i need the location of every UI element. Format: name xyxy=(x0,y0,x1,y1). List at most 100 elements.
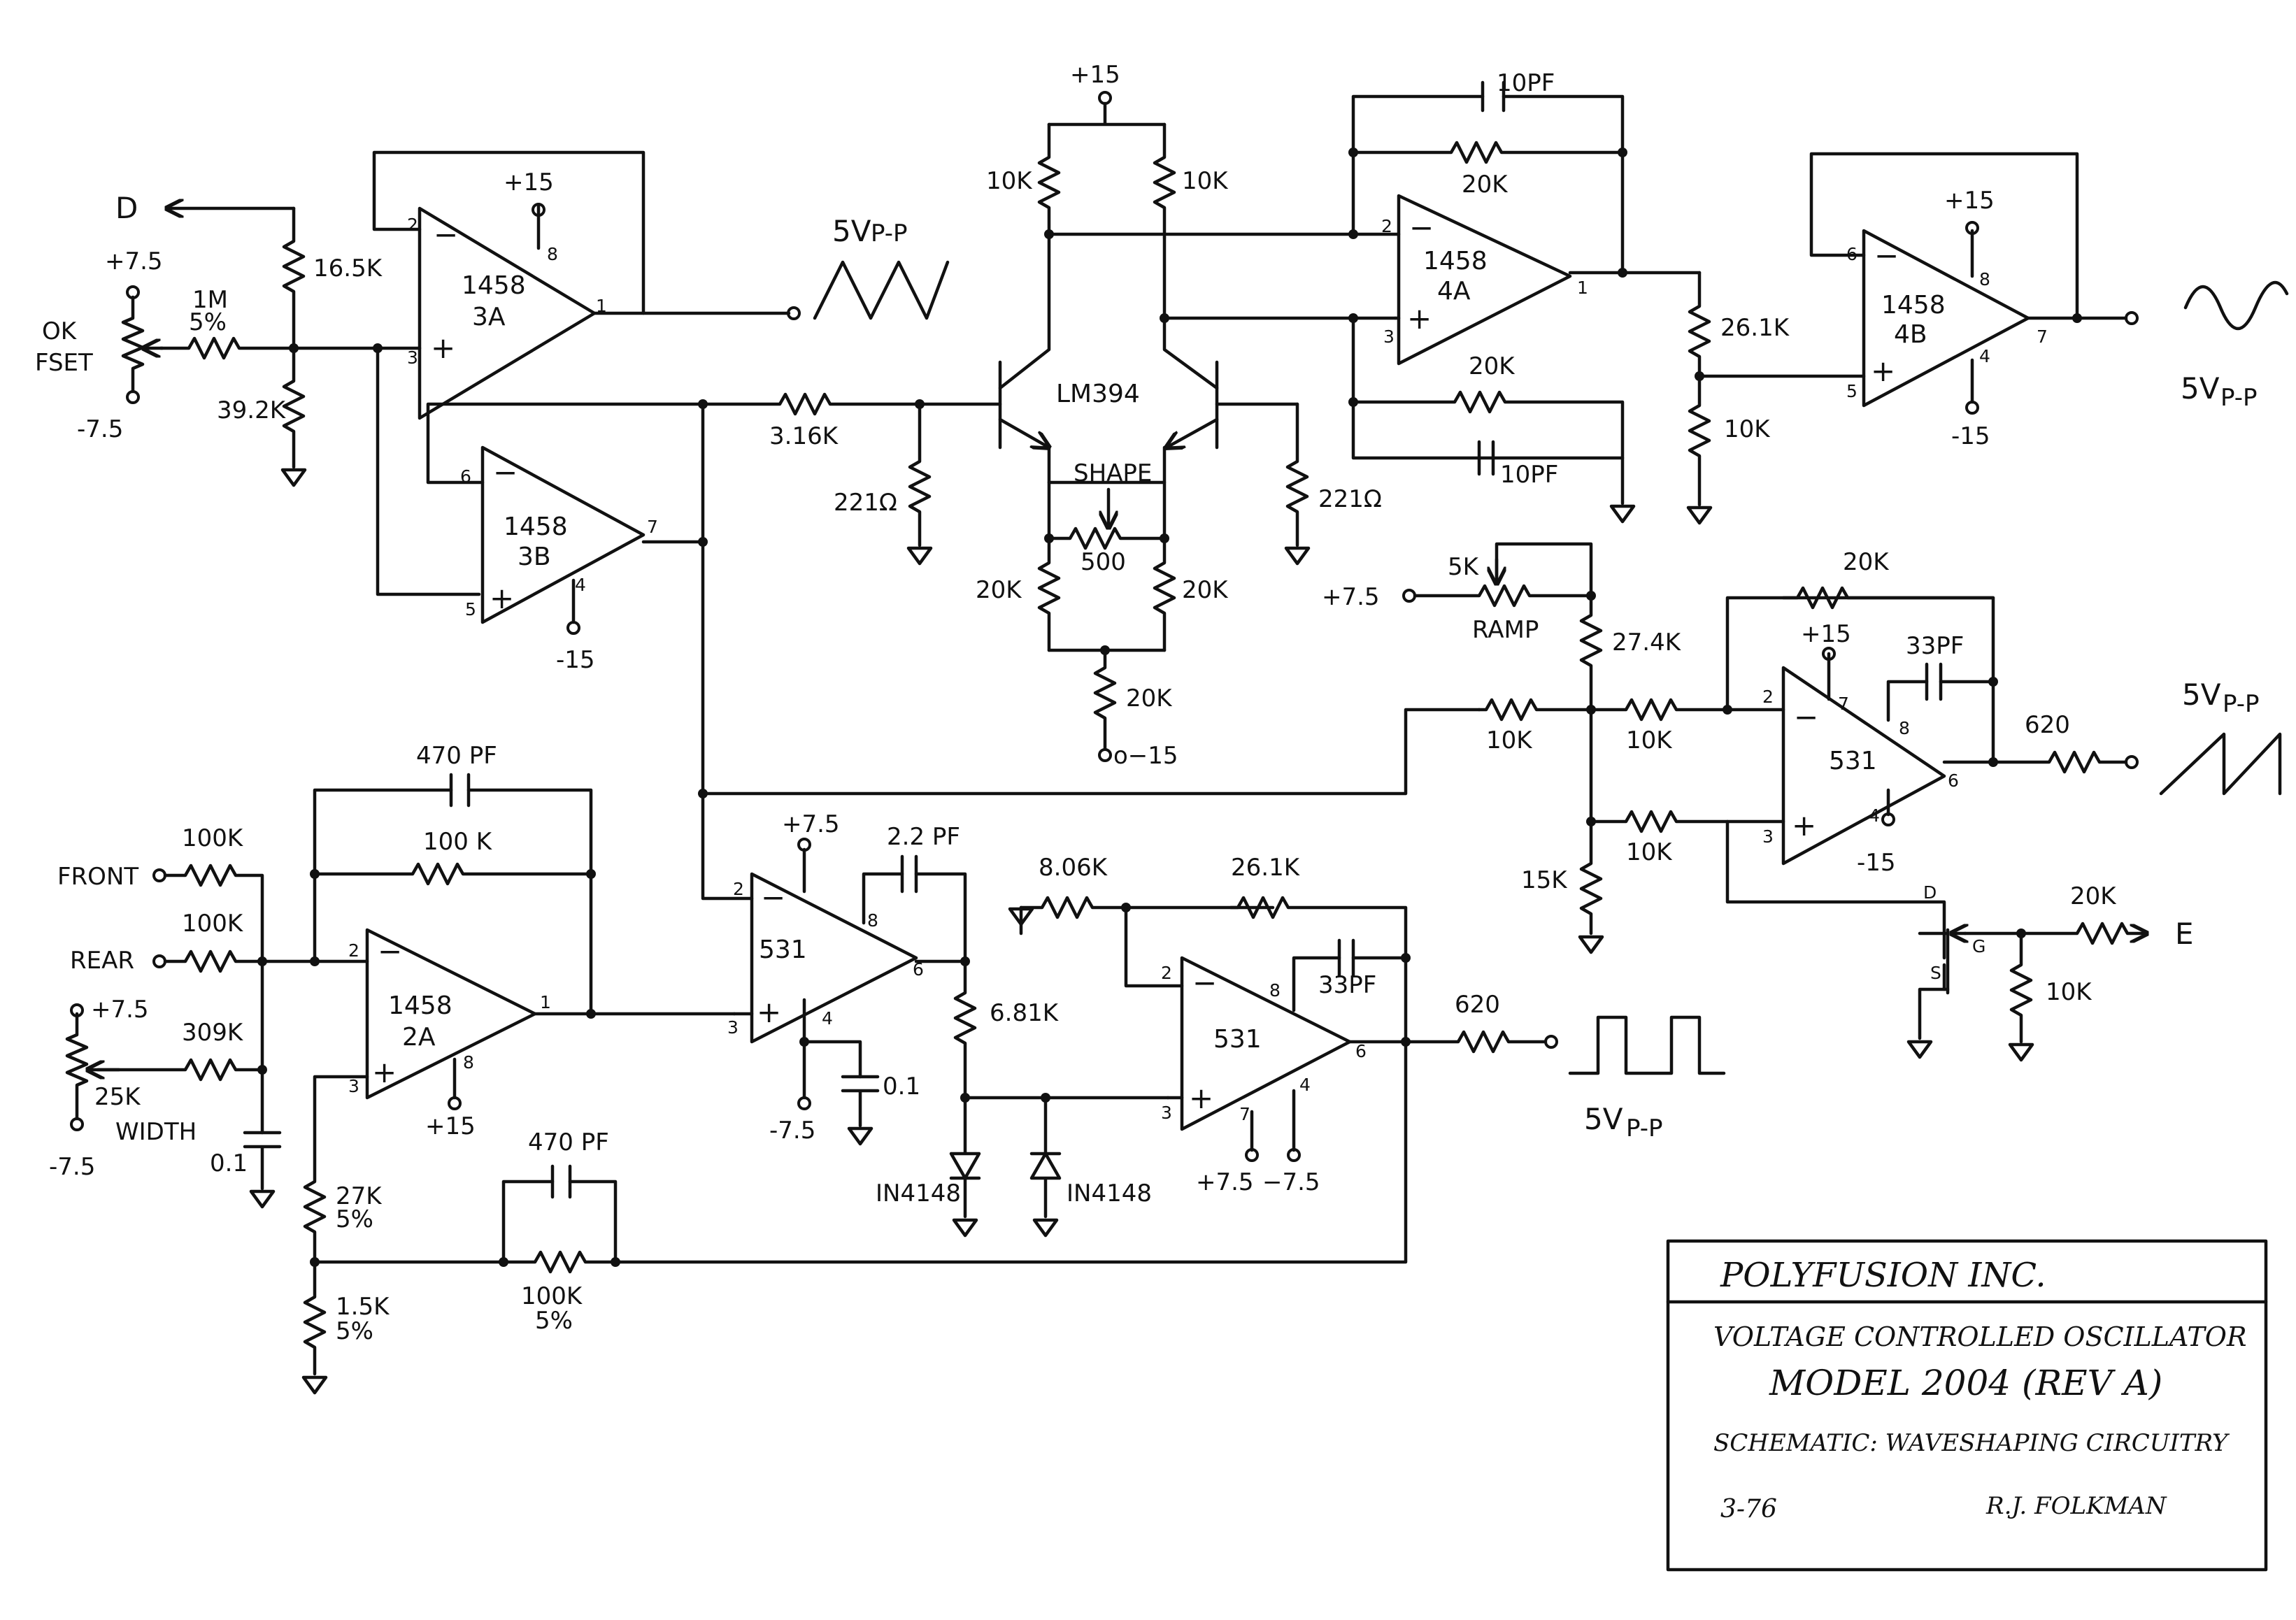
svg-text:8.06K: 8.06K xyxy=(1039,854,1108,882)
saw-amplitude-label: 5V xyxy=(2182,678,2221,712)
svg-text:+15: +15 xyxy=(1944,187,1995,215)
svg-text:IN4148: IN4148 xyxy=(1067,1180,1152,1207)
svg-text:15K: 15K xyxy=(1521,866,1568,894)
svg-text:5%: 5% xyxy=(189,308,227,336)
svg-text:2.2 PF: 2.2 PF xyxy=(887,823,960,851)
svg-text:2: 2 xyxy=(1161,963,1172,983)
svg-text:0.1: 0.1 xyxy=(210,1149,248,1177)
r-39-2k-label: 39.2K xyxy=(217,396,287,424)
title-block: POLYFUSION INC. VOLTAGE CONTROLLED OSCIL… xyxy=(1666,1239,2268,1572)
svg-text:+: + xyxy=(1189,1081,1213,1115)
svg-text:20K: 20K xyxy=(2070,882,2117,910)
svg-text:−: − xyxy=(761,880,785,915)
svg-text:27.4K: 27.4K xyxy=(1612,629,1682,657)
svg-text:8: 8 xyxy=(547,244,558,264)
svg-text:33PF: 33PF xyxy=(1906,632,1964,660)
svg-text:-7.5: -7.5 xyxy=(49,1153,95,1181)
svg-text:−: − xyxy=(1794,700,1818,734)
signal-d-label: D xyxy=(115,191,138,225)
svg-text:6: 6 xyxy=(1355,1041,1367,1061)
svg-text:33PF: 33PF xyxy=(1318,971,1376,999)
opamp-4b: 1458 4B − + 6 5 8 4 7 +15 -15 xyxy=(1846,187,2048,450)
svg-text:1: 1 xyxy=(1577,278,1588,298)
company-name: POLYFUSION INC. xyxy=(1720,1256,2046,1295)
svg-text:1458: 1458 xyxy=(1881,291,1946,320)
r-16-5k-label: 16.5K xyxy=(313,255,383,282)
svg-text:1.5K: 1.5K xyxy=(336,1293,390,1321)
svg-text:26.1K: 26.1K xyxy=(1720,314,1790,342)
svg-text:IN4148: IN4148 xyxy=(876,1180,961,1207)
svg-text:-7.5: -7.5 xyxy=(77,415,123,443)
signal-e-label: E xyxy=(2175,917,2194,951)
svg-text:470 PF: 470 PF xyxy=(528,1128,609,1156)
svg-text:100 K: 100 K xyxy=(423,828,493,856)
svg-text:+15: +15 xyxy=(425,1112,476,1140)
svg-text:3: 3 xyxy=(1383,327,1395,347)
svg-text:7: 7 xyxy=(1838,694,1849,714)
svg-text:531: 531 xyxy=(1829,747,1877,775)
svg-text:20K: 20K xyxy=(976,576,1022,604)
svg-text:10PF: 10PF xyxy=(1500,461,1558,489)
svg-text:5: 5 xyxy=(465,599,476,619)
opamp-531-ramp: 531 − + 2 3 7 8 4 6 +15 -15 xyxy=(1762,620,1959,877)
svg-text:+: + xyxy=(1792,808,1816,843)
svg-text:WIDTH: WIDTH xyxy=(115,1118,197,1146)
svg-text:10K: 10K xyxy=(1626,838,1673,866)
svg-text:P-P: P-P xyxy=(871,220,908,248)
svg-text:5: 5 xyxy=(1846,381,1858,401)
svg-text:620: 620 xyxy=(1455,991,1500,1019)
svg-text:3B: 3B xyxy=(518,543,551,571)
svg-text:FRONT: FRONT xyxy=(57,863,138,891)
svg-text:1: 1 xyxy=(596,296,607,316)
opamp-3b: 1458 3B − + 6 5 7 4 -15 xyxy=(460,445,658,674)
svg-text:8: 8 xyxy=(1979,269,1990,289)
svg-text:2: 2 xyxy=(407,215,418,235)
svg-text:FSET: FSET xyxy=(35,349,93,377)
svg-text:531: 531 xyxy=(759,936,807,964)
sine-amplitude-label: 5V xyxy=(2181,371,2220,406)
model-number: MODEL 2004 (REV A) xyxy=(1769,1363,2162,1403)
svg-text:−: − xyxy=(378,934,402,968)
svg-text:620: 620 xyxy=(2025,711,2070,739)
svg-text:20K: 20K xyxy=(1126,684,1173,712)
svg-text:10PF: 10PF xyxy=(1497,69,1555,97)
svg-text:+7.5: +7.5 xyxy=(105,248,163,275)
svg-text:+: + xyxy=(1871,354,1895,388)
sheet-title: SCHEMATIC: WAVESHAPING CIRCUITRY xyxy=(1713,1429,2230,1457)
svg-text:1M: 1M xyxy=(192,286,228,314)
svg-text:2: 2 xyxy=(348,940,359,961)
svg-text:+: + xyxy=(490,581,514,615)
tri-amplitude-label: 5V xyxy=(832,214,871,248)
svg-text:0.1: 0.1 xyxy=(883,1073,920,1101)
svg-text:4B: 4B xyxy=(1894,320,1927,349)
svg-text:10K: 10K xyxy=(1626,726,1673,754)
svg-text:1458: 1458 xyxy=(462,271,526,300)
opamp-531-comparator: 531 − + 2 3 8 4 6 +7.5 xyxy=(727,810,924,1044)
svg-text:309K: 309K xyxy=(182,1019,244,1047)
svg-text:2: 2 xyxy=(1381,216,1392,236)
svg-text:3: 3 xyxy=(407,347,418,368)
author: R.J. FOLKMAN xyxy=(1985,1492,2167,1520)
svg-text:+15: +15 xyxy=(1070,61,1120,89)
svg-text:2A: 2A xyxy=(402,1023,436,1052)
svg-text:100K: 100K xyxy=(521,1282,583,1310)
svg-text:+7.5: +7.5 xyxy=(1196,1168,1254,1196)
svg-text:+7.5: +7.5 xyxy=(782,810,840,838)
svg-text:3: 3 xyxy=(727,1017,739,1038)
svg-text:REAR: REAR xyxy=(70,947,134,975)
svg-text:531: 531 xyxy=(1213,1025,1262,1054)
svg-text:-15: -15 xyxy=(1951,422,1990,450)
svg-text:10K: 10K xyxy=(1486,726,1533,754)
svg-text:4: 4 xyxy=(822,1008,833,1028)
svg-text:10K: 10K xyxy=(2046,978,2092,1006)
svg-text:500: 500 xyxy=(1081,548,1126,576)
svg-text:OK: OK xyxy=(42,317,78,345)
svg-text:+15: +15 xyxy=(1801,620,1851,648)
svg-text:−: − xyxy=(1874,238,1899,273)
svg-text:-7.5: -7.5 xyxy=(769,1117,815,1145)
svg-text:P-P: P-P xyxy=(2220,384,2258,412)
svg-text:3.16K: 3.16K xyxy=(769,422,839,450)
svg-text:+: + xyxy=(431,331,455,365)
opamp-2a: 1458 2A − + 2 3 8 1 +15 xyxy=(348,928,551,1140)
